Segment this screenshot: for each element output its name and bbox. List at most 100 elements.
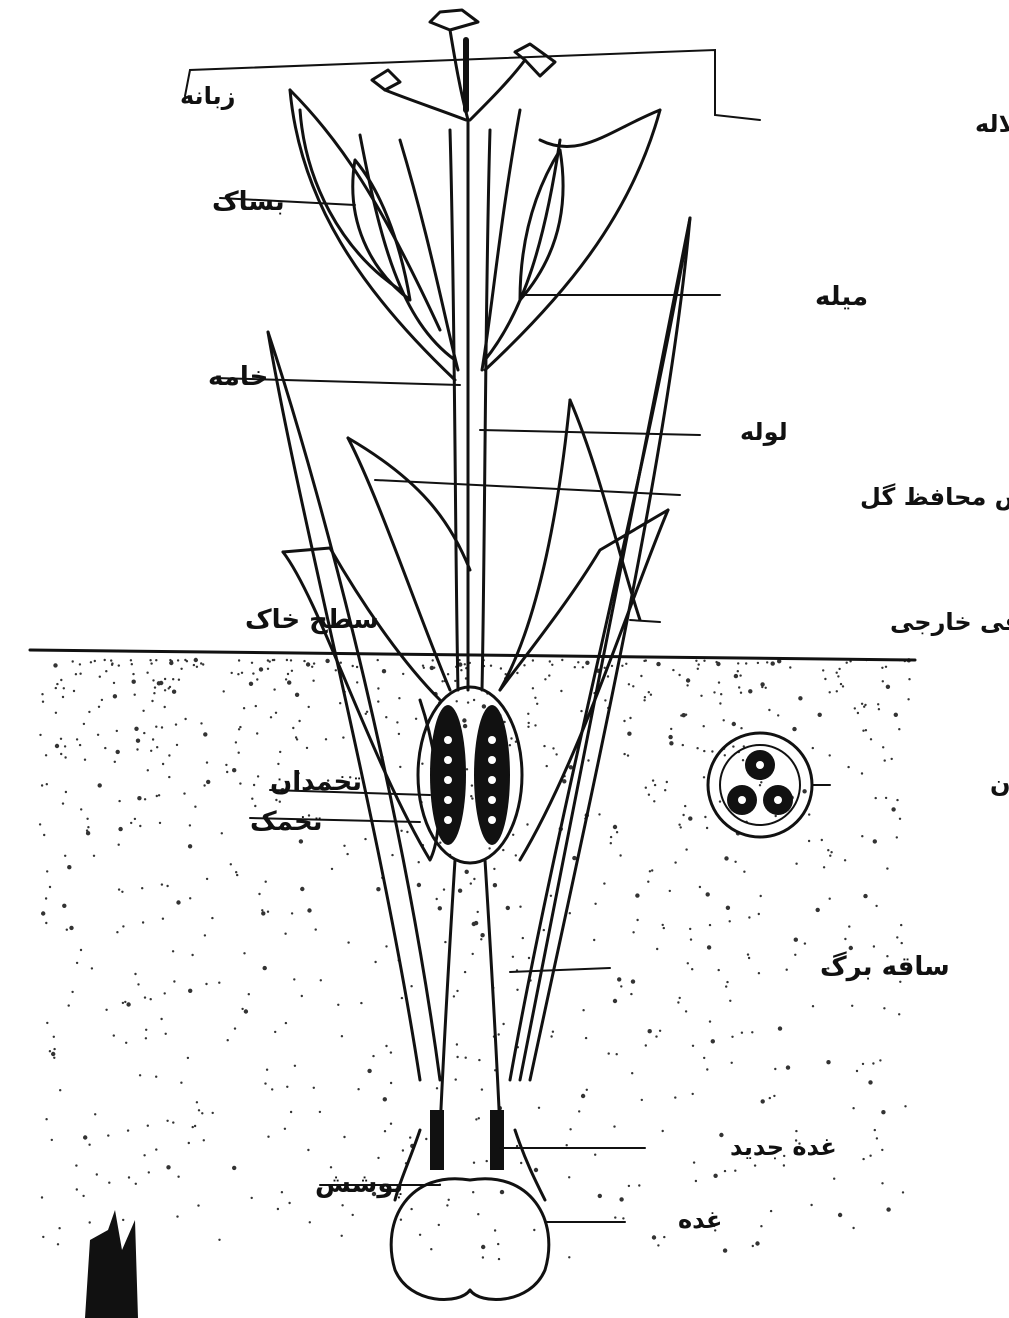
soil-dot (447, 673, 449, 675)
soil-dot (885, 797, 887, 799)
soil-dot (187, 1057, 189, 1059)
soil-dot (666, 781, 668, 783)
soil-dot (422, 665, 424, 667)
soil-dot (881, 1182, 883, 1184)
soil-dot (432, 659, 434, 661)
soil-dot (713, 1174, 717, 1178)
soil-dot (364, 838, 366, 840)
soil-dot (544, 678, 546, 680)
soil-dot (433, 667, 435, 669)
soil-dot (251, 798, 253, 800)
soil-dot (272, 659, 274, 661)
soil-dot (493, 868, 495, 870)
soil-dot (516, 1145, 518, 1147)
soil-dot (255, 705, 257, 707)
soil-dot (147, 1125, 149, 1127)
soil-dot (203, 1139, 205, 1141)
soil-dot (655, 1035, 657, 1037)
soil-dot (347, 941, 349, 943)
soil-dot (619, 854, 621, 856)
soil-dot (152, 738, 154, 740)
soil-dot (415, 718, 417, 720)
soil-dot (301, 995, 303, 997)
soil-dot (150, 662, 152, 664)
soil-dot (82, 1195, 84, 1197)
soil-dot (166, 1120, 168, 1122)
soil-dot (533, 1229, 535, 1231)
soil-dot (748, 957, 750, 959)
soil-dot (857, 712, 859, 714)
soil-dot (267, 668, 269, 670)
soil-dot (703, 725, 705, 727)
soil-dot (307, 1149, 309, 1151)
soil-dot (286, 1086, 288, 1088)
soil-dot (747, 953, 749, 955)
soil-dot (55, 744, 59, 748)
soil-dot (512, 834, 514, 836)
label-ovary: تخمدان (270, 767, 362, 797)
soil-dot (703, 1057, 705, 1059)
soil-dot (795, 1130, 797, 1132)
soil-dot (718, 969, 720, 971)
soil-dot (617, 977, 621, 981)
soil-dot (134, 727, 138, 731)
soil-dot (39, 823, 41, 825)
soil-dot (652, 779, 654, 781)
soil-dot (598, 813, 600, 815)
soil-dot (372, 1055, 374, 1057)
soil-dot (509, 744, 511, 746)
soil-dot (42, 701, 44, 703)
soil-dot (176, 1215, 178, 1217)
soil-dot (90, 661, 92, 663)
soil-dot (836, 690, 838, 692)
soil-dot (500, 1190, 504, 1194)
soil-dot (837, 675, 839, 677)
soil-dot (221, 832, 223, 834)
soil-dot (794, 954, 796, 956)
soil-dot (616, 831, 618, 833)
soil-dot (241, 672, 243, 674)
soil-dot (91, 967, 93, 969)
soil-dot (792, 727, 796, 731)
soil-dot (172, 678, 174, 680)
soil-dot (500, 667, 502, 669)
soil-dot (136, 748, 138, 750)
soil-dot (269, 660, 271, 662)
soil-dot (53, 663, 57, 667)
soil-dot (261, 909, 263, 911)
soil-dot (357, 1088, 359, 1090)
soil-dot (251, 1197, 253, 1199)
soil-dot (773, 1095, 775, 1097)
soil-dot (41, 911, 45, 915)
soil-dot (385, 1045, 387, 1047)
soil-dot (162, 763, 164, 765)
soil-dot (176, 900, 180, 904)
soil-dot (76, 962, 78, 964)
soil-dot (385, 945, 387, 947)
soil-dot (130, 822, 132, 824)
soil-dot (264, 1082, 266, 1084)
soil-dot (886, 1207, 890, 1211)
soil-dot (160, 1018, 162, 1020)
soil-dot (899, 818, 901, 820)
soil-dot (908, 678, 910, 680)
soil-dot (641, 1099, 643, 1101)
soil-dot (808, 813, 810, 815)
soil-dot (436, 898, 438, 900)
soil-dot (162, 918, 164, 920)
soil-dot (798, 696, 802, 700)
soil-dot (341, 1235, 343, 1237)
soil-dot (166, 1165, 170, 1169)
soil-dot (555, 753, 557, 755)
soil-dot (313, 1087, 315, 1089)
soil-dot (894, 713, 898, 717)
soil-dot (822, 669, 824, 671)
soil-dot (768, 709, 770, 711)
soil-dot (259, 667, 263, 671)
soil-dot (197, 1204, 199, 1206)
soil-dot (118, 844, 120, 846)
soil-dot (774, 1068, 776, 1070)
soil-dot (477, 911, 479, 913)
soil-dot (713, 691, 715, 693)
soil-dot (177, 659, 179, 661)
